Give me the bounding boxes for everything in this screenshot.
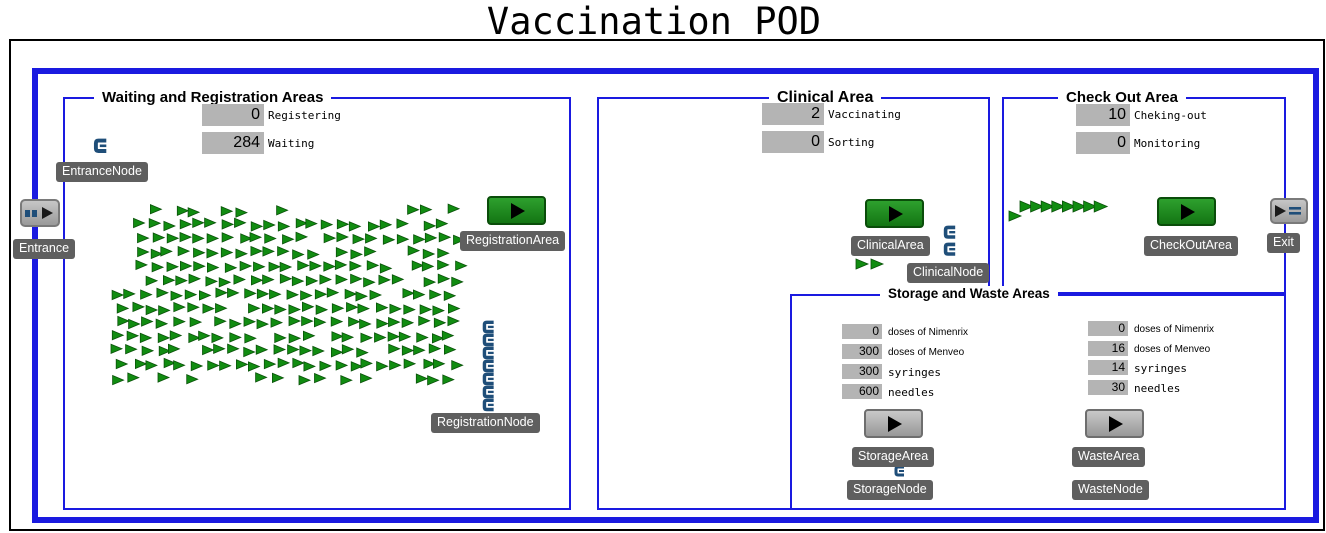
checking-out-counter: 10 [1076, 104, 1130, 126]
storage-nimenrix-counter: 0 [842, 324, 882, 339]
monitoring-label: Monitoring [1134, 137, 1201, 150]
entrance-source-icon [20, 199, 60, 227]
waste-syringes-counter: 14 [1088, 360, 1128, 375]
checkout-groupbox: Check Out Area [1002, 89, 1286, 294]
checkout-area-badge: CheckOutArea [1144, 236, 1238, 256]
waste-nimenrix-counter: 0 [1088, 321, 1128, 336]
storage-waste-title: Storage and Waste Areas [880, 286, 1058, 301]
entrance-badge: Entrance [13, 239, 76, 259]
clinical-area-badge: ClinicalArea [851, 236, 930, 256]
outer-frame [9, 39, 1325, 531]
checkout-area-button[interactable] [1157, 197, 1216, 226]
exit-glyph-icon [1275, 205, 1301, 217]
waiting-crowd-agents [110, 203, 468, 386]
waiting-registration-groupbox: Waiting and Registration Areas [63, 89, 571, 510]
vaccinating-counter: 2 [762, 103, 824, 125]
registering-label: Registering [268, 109, 341, 122]
waste-area-button[interactable] [1085, 409, 1144, 438]
waiting-registration-title: Waiting and Registration Areas [94, 89, 332, 106]
clinical-node-icons [943, 225, 956, 256]
storage-menveo-label: doses of Menveo [888, 347, 965, 358]
monitoring-counter: 0 [1076, 132, 1130, 154]
clinical-agents [855, 258, 885, 270]
storage-needles-counter: 600 [842, 384, 882, 399]
storage-area-badge: StorageArea [852, 447, 935, 467]
storage-needles-label: needles [888, 386, 935, 399]
exit-badge: Exit [1267, 233, 1300, 253]
checkout-queue-agents [1008, 200, 1109, 222]
play-icon [889, 205, 903, 222]
play-icon [1181, 203, 1195, 220]
storage-syringes-label: syringes [888, 366, 941, 379]
sorting-label: Sorting [828, 136, 875, 149]
storage-nimenrix-label: doses of Nimenrix [888, 327, 969, 338]
storage-area-button[interactable] [864, 409, 923, 438]
registering-counter: 0 [202, 104, 264, 126]
clinical-title: Clinical Area [769, 89, 882, 107]
waste-menveo-label: doses of Menveo [1134, 344, 1211, 355]
waste-nimenrix-label: doses of Nimenrix [1134, 324, 1215, 335]
registration-area-badge: RegistrationArea [460, 231, 566, 251]
entrance-glyph-icon [25, 207, 53, 219]
waste-area-badge: WasteArea [1072, 447, 1146, 467]
checkout-title: Check Out Area [1058, 89, 1186, 106]
exit-sink-icon [1270, 198, 1308, 224]
page-title: Vaccination POD [486, 0, 822, 43]
play-icon [1109, 415, 1123, 432]
waste-syringes-label: syringes [1134, 362, 1187, 375]
waiting-label: Waiting [268, 137, 315, 150]
entrance-node-icon [93, 138, 107, 153]
waste-needles-label: needles [1134, 382, 1181, 395]
waste-node-badge: WasteNode [1072, 480, 1149, 500]
storage-node-icon [894, 465, 904, 477]
entrance-node-badge: EntranceNode [56, 162, 148, 182]
play-icon [511, 202, 525, 219]
registration-node-badge: RegistrationNode [431, 413, 540, 433]
waste-needles-counter: 30 [1088, 380, 1128, 395]
waiting-counter: 284 [202, 132, 264, 154]
clinical-area-button[interactable] [865, 199, 924, 228]
play-icon [888, 415, 902, 432]
waste-menveo-counter: 16 [1088, 341, 1128, 356]
registration-area-button[interactable] [487, 196, 546, 225]
vaccinating-label: Vaccinating [828, 108, 901, 121]
storage-node-badge: StorageNode [847, 480, 933, 500]
registration-node-icons [482, 320, 494, 412]
clinical-node-badge: ClinicalNode [907, 263, 990, 283]
model-boundary-frame [32, 68, 1319, 523]
checking-out-label: Cheking-out [1134, 109, 1207, 122]
storage-syringes-counter: 300 [842, 364, 882, 379]
sorting-counter: 0 [762, 131, 824, 153]
storage-menveo-counter: 300 [842, 344, 882, 359]
